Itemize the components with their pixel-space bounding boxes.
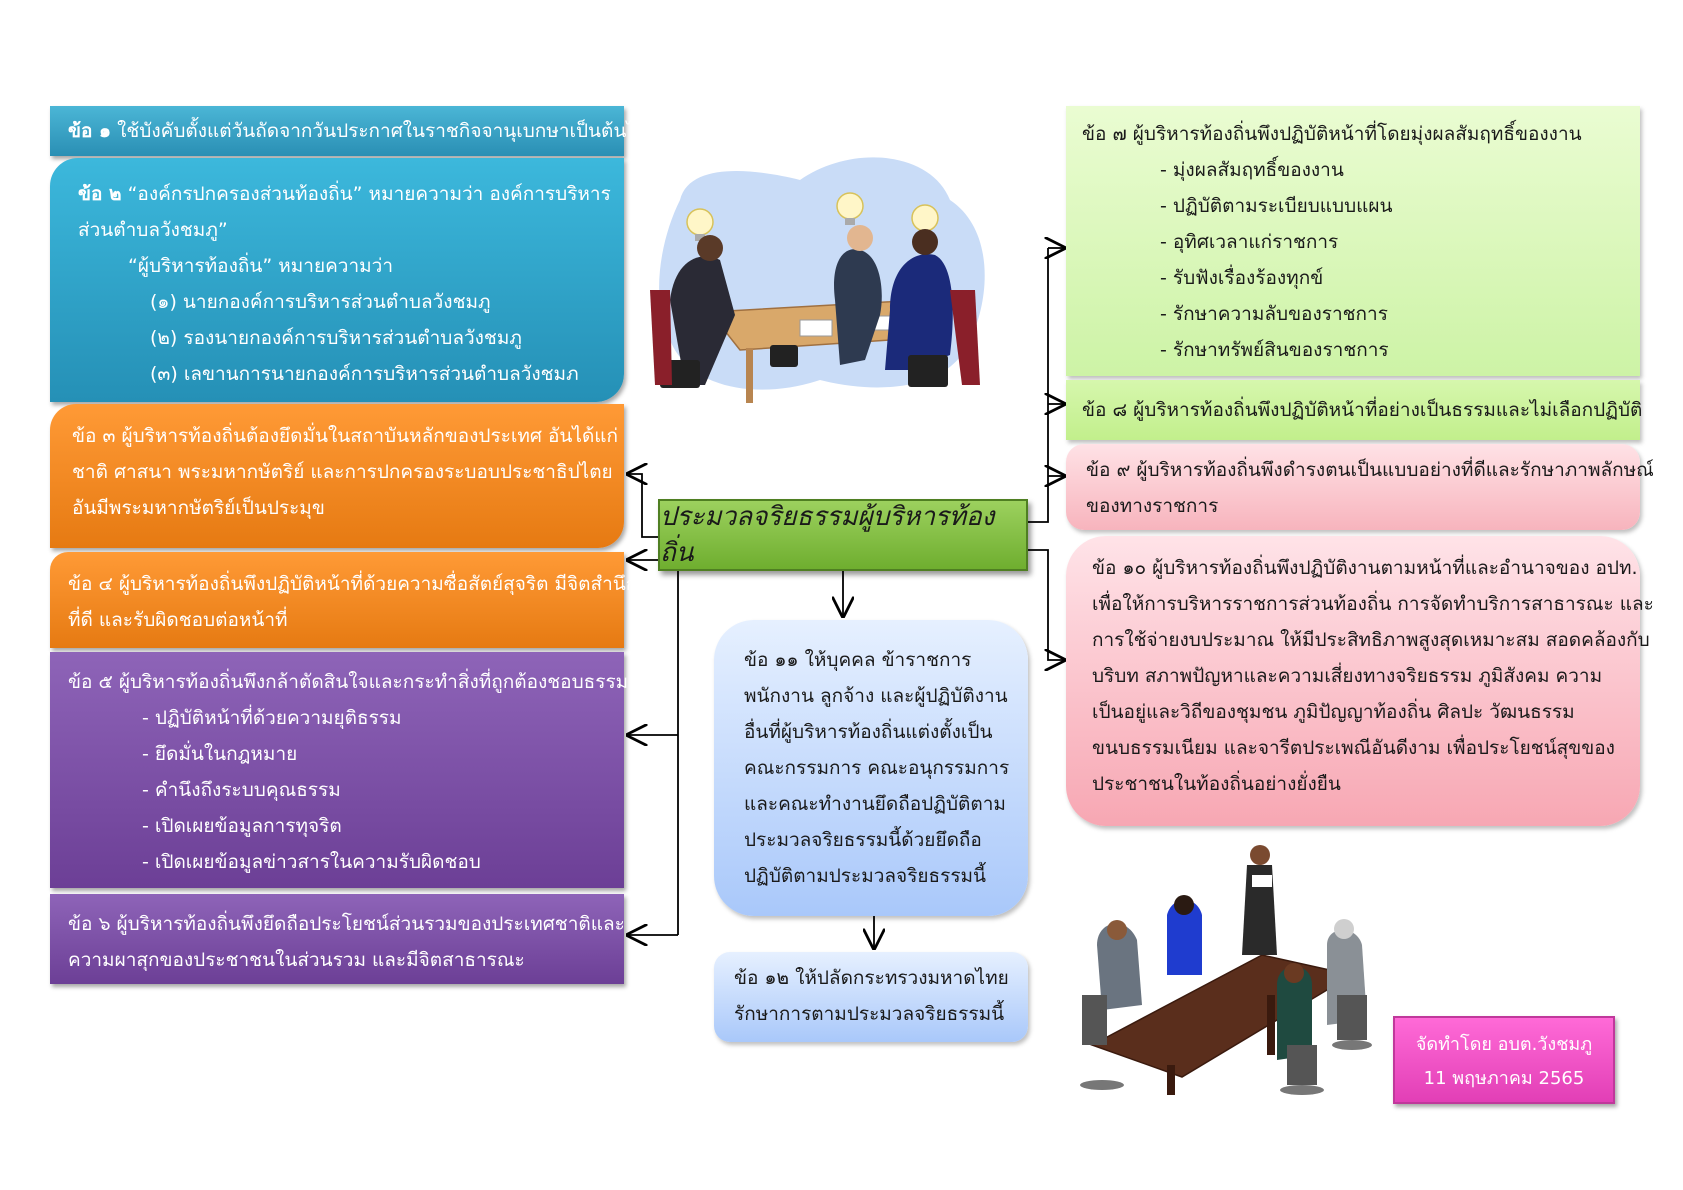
item-11-line-7: ปฏิบัติตามประมวลจริยธรรมนี้ (744, 865, 987, 887)
item-11-line-3: อื่นที่ผู้บริหารท้องถิ่นแต่งตั้งเป็น (744, 721, 993, 743)
item-2-head: ข้อ ๒ (78, 183, 122, 205)
item-11-line-2: พนักงาน ลูกจ้าง และผู้ปฏิบัติงาน (744, 685, 1008, 707)
item-5-sub-1: - ปฏิบัติหน้าที่ด้วยความยุติธรรม (142, 707, 402, 729)
item-11-line-1: ข้อ ๑๑ ให้บุคคล ข้าราชการ (744, 649, 972, 671)
item-10-line-5: เป็นอยู่และวิถีของชุมชน ภูมิปัญญาท้องถิ่… (1092, 701, 1575, 723)
item-5-sub-5: - เปิดเผยข้อมูลข่าวสารในความรับผิดชอบ (142, 851, 481, 873)
item-2-box: ข้อ ๒ “องค์กรปกครองส่วนท้องถิ่น” หมายควา… (50, 158, 624, 402)
item-8-text: ข้อ ๘ ผู้บริหารท้องถิ่นพึงปฏิบัติหน้าที่… (1082, 399, 1643, 421)
item-3-line-2: ชาติ ศาสนา พระมหากษัตริย์ และการปกครองระ… (72, 461, 613, 483)
lightbulb-icon-1 (686, 208, 714, 241)
item-2-sub-1: (๑) นายกองค์การบริหารส่วนตำบลวังชมภู (150, 291, 491, 313)
item-6-line-2: ความผาสุกของประชาชนในส่วนรวม และมีจิตสาธ… (68, 949, 525, 971)
item-10-line-4: บริบท สภาพปัญหาและความเสี่ยงทางจริยธรรม … (1092, 665, 1603, 687)
item-10-box: ข้อ ๑๐ ผู้บริหารท้องถิ่นพึงปฏิบัติงานตาม… (1066, 536, 1654, 826)
boardroom-meeting-illustration (1080, 845, 1372, 1095)
item-2-sub-3: (๓) เลขานการนายกองค์การบริหารส่วนตำบลวัง… (150, 363, 579, 385)
arrow-to-item10 (1028, 549, 1064, 660)
item-12-line-2: รักษาการตามประมวลจริยธรรมนี้ (734, 1003, 1005, 1025)
item-7-sub-5: - รักษาความลับของราชการ (1160, 303, 1388, 325)
item-11-line-6: ประมวลจริยธรรมนี้ด้วยยึดถือ (744, 829, 982, 851)
item-10-line-3: การใช้จ่ายงบประมาณ ให้มีประสิทธิภาพสูงสุ… (1092, 629, 1650, 651)
item-2-sub-2: (๒) รองนายกองค์การบริหารส่วนตำบลวังชมภู (150, 327, 522, 349)
item-9-line-1: ข้อ ๙ ผู้บริหารท้องถิ่นพึงดำรงตนเป็นแบบอ… (1086, 459, 1654, 481)
item-2-line3: “ผู้บริหารท้องถิ่น” หมายความว่า (128, 255, 393, 277)
item-10-line-1: ข้อ ๑๐ ผู้บริหารท้องถิ่นพึงปฏิบัติงานตาม… (1092, 557, 1638, 579)
right-trunk-top (1028, 248, 1049, 523)
meeting-lightbulb-illustration (650, 157, 985, 403)
credit-box: จัดทำโดย อบต.วังชมภู 11 พฤษภาคม 2565 (1393, 1016, 1615, 1104)
item-7-sub-2: - ปฏิบัติตามระเบียบแบบแผน (1160, 195, 1393, 217)
item-7-sub-4: - รับฟังเรื่องร้องทุกข์ (1160, 267, 1324, 289)
item-6-box: ข้อ ๖ ผู้บริหารท้องถิ่นพึงยึดถือประโยชน์… (50, 894, 625, 984)
credit-line-2: 11 พฤษภาคม 2565 (1423, 1068, 1585, 1089)
item-7-sub-6: - รักษาทรัพย์สินของราชการ (1160, 339, 1389, 361)
item-8-box: ข้อ ๘ ผู้บริหารท้องถิ่นพึงปฏิบัติหน้าที่… (1066, 380, 1643, 440)
item-3-line-3: อันมีพระมหากษัตริย์เป็นประมุข (72, 497, 325, 519)
item-3-line-1: ข้อ ๓ ผู้บริหารท้องถิ่นต้องยึดมั่นในสถาบ… (72, 425, 619, 447)
item-7-sub-3: - อุทิศเวลาแก่ราชการ (1160, 231, 1339, 253)
item-11-box: ข้อ ๑๑ ให้บุคคล ข้าราชการ พนักงาน ลูกจ้า… (714, 620, 1028, 916)
item-5-sub-4: - เปิดเผยข้อมูลการทุจริต (142, 815, 342, 837)
item-5-head: ข้อ ๕ ผู้บริหารท้องถิ่นพึงกล้าตัดสินใจแล… (68, 671, 629, 693)
item-2-line1: “องค์กรปกครองส่วนท้องถิ่น” หมายความว่า อ… (127, 183, 611, 205)
item-7-sub-1: - มุ่งผลสัมฤทธิ์ของงาน (1160, 159, 1344, 181)
item-6-line-1: ข้อ ๖ ผู้บริหารท้องถิ่นพึงยึดถือประโยชน์… (68, 913, 625, 935)
item-12-box: ข้อ ๑๒ ให้ปลัดกระทรวงมหาดไทย รักษาการตาม… (714, 952, 1028, 1042)
item-5-sub-2: - ยึดมั่นในกฎหมาย (142, 743, 298, 765)
item-5-box: ข้อ ๕ ผู้บริหารท้องถิ่นพึงกล้าตัดสินใจแล… (50, 652, 629, 888)
item-5-sub-3: - คำนึงถึงระบบคุณธรรม (142, 779, 341, 801)
item-9-box: ข้อ ๙ ผู้บริหารท้องถิ่นพึงดำรงตนเป็นแบบอ… (1066, 444, 1654, 530)
item-3-box: ข้อ ๓ ผู้บริหารท้องถิ่นต้องยึดมั่นในสถาบ… (50, 404, 624, 548)
item-4-line-2: ที่ดี และรับผิดชอบต่อหน้าที่ (68, 609, 288, 631)
item-11-line-4: คณะกรรมการ คณะอนุกรรมการ (744, 757, 1010, 779)
item-1-box: ข้อ ๑ ใช้บังคับตั้งแต่วันถัดจากวันประกาศ… (50, 106, 648, 156)
lightbulb-icon-2 (836, 192, 864, 225)
item-11-line-5: และคณะทำงานยึดถือปฏิบัติตาม (744, 793, 1006, 815)
item-10-line-2: เพื่อให้การบริหารราชการส่วนท้องถิ่น การจ… (1092, 593, 1654, 615)
item-10-line-7: ประชาชนในท้องถิ่นอย่างยั่งยืน (1092, 773, 1341, 795)
item-9-line-2: ของทางราชการ (1086, 495, 1219, 517)
item-12-line-1: ข้อ ๑๒ ให้ปลัดกระทรวงมหาดไทย (734, 967, 1009, 989)
item-4-line-1: ข้อ ๔ ผู้บริหารท้องถิ่นพึงปฏิบัติหน้าที่… (68, 573, 638, 595)
item-4-box: ข้อ ๔ ผู้บริหารท้องถิ่นพึงปฏิบัติหน้าที่… (50, 552, 638, 648)
item-7-box: ข้อ ๗ ผู้บริหารท้องถิ่นพึงปฏิบัติหน้าที่… (1066, 106, 1640, 376)
center-title: ประมวลจริยธรรมผู้บริหารท้องถิ่น (660, 502, 995, 568)
item-1-head: ข้อ ๑ (68, 120, 112, 142)
item-10-line-6: ขนบธรรมเนียม และจารีตประเพณีอันดีงาม เพื… (1092, 737, 1615, 759)
center-title-box: ประมวลจริยธรรมผู้บริหารท้องถิ่น (658, 499, 1028, 571)
item-1-text: ใช้บังคับตั้งแต่วันถัดจากวันประกาศในราชก… (117, 120, 648, 142)
arrow-to-item3 (628, 474, 658, 538)
item-2-line2: ส่วนตำบลวังชมภู” (78, 219, 228, 241)
credit-line-1: จัดทำโดย อบต.วังชมภู (1415, 1034, 1593, 1055)
item-7-head: ข้อ ๗ ผู้บริหารท้องถิ่นพึงปฏิบัติหน้าที่… (1082, 123, 1582, 145)
